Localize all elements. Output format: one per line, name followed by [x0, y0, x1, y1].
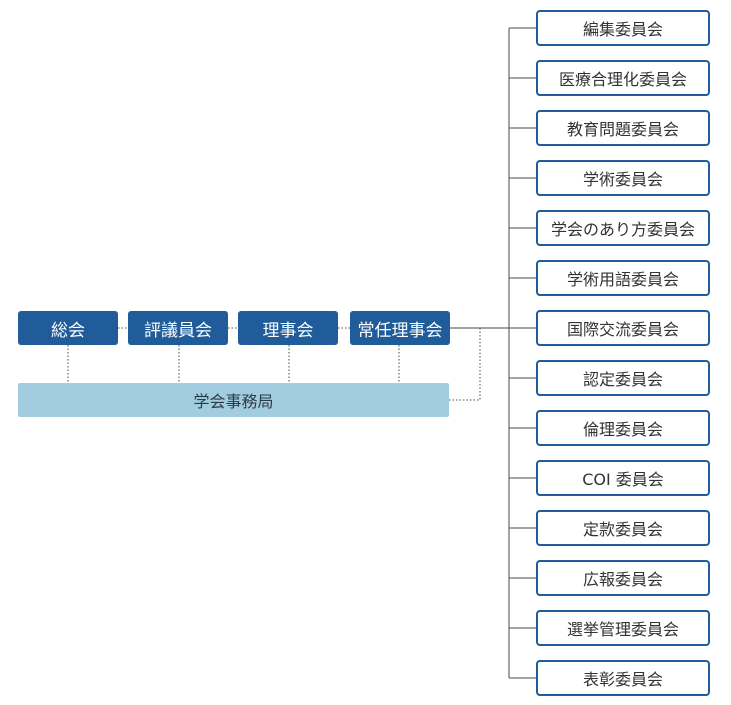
committee-coi: COI 委員会 — [536, 460, 710, 496]
council-box: 評議員会 — [128, 311, 228, 345]
committee-awards: 表彰委員会 — [536, 660, 710, 696]
secretariat-box: 学会事務局 — [18, 383, 449, 417]
committee-international: 国際交流委員会 — [536, 310, 710, 346]
connector-committees-to-secretariat — [449, 328, 481, 401]
committee-election: 選挙管理委員会 — [536, 610, 710, 646]
committee-branch-lines — [509, 27, 536, 679]
committee-certification: 認定委員会 — [536, 360, 710, 396]
committee-articles: 定款委員会 — [536, 510, 710, 546]
committee-terminology: 学術用語委員会 — [536, 260, 710, 296]
committee-ethics: 倫理委員会 — [536, 410, 710, 446]
committee-public-relations: 広報委員会 — [536, 560, 710, 596]
committee-education: 教育問題委員会 — [536, 110, 710, 146]
standing-board-box: 常任理事会 — [350, 311, 450, 345]
board-of-directors-box: 理事会 — [238, 311, 338, 345]
committee-editorial: 編集委員会 — [536, 10, 710, 46]
general-assembly-box: 総会 — [18, 311, 118, 345]
committee-medical-rationalization: 医療合理化委員会 — [536, 60, 710, 96]
committee-society-future: 学会のあり方委員会 — [536, 210, 710, 246]
committee-academic: 学術委員会 — [536, 160, 710, 196]
